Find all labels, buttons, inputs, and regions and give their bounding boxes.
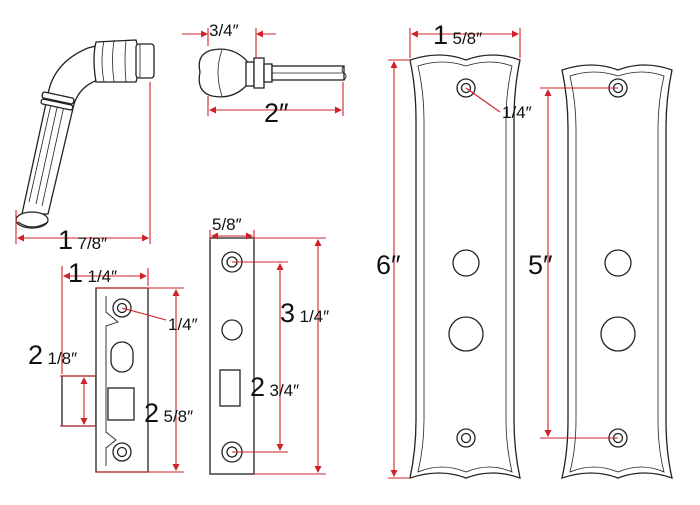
lever-length-whole: 1: [58, 225, 74, 255]
knob: [198, 48, 347, 98]
plate-width-frac: 5/8″: [452, 29, 483, 48]
latch-dimensions: [60, 266, 184, 473]
latch-faceplate: [61, 287, 149, 473]
backplate-right-dimensions: [540, 87, 618, 439]
lever-handle: [15, 39, 155, 229]
backplate-right: [561, 64, 673, 480]
latch-backset-label: 2 1/8″: [28, 342, 77, 369]
strike-dimensions: [209, 230, 326, 475]
strike-width-label: 5/8″: [212, 215, 242, 234]
latch-backset-frac: 1/8″: [47, 349, 78, 368]
strike-hole-spacing-frac: 3/4″: [269, 381, 300, 400]
knob-dimensions: [182, 28, 344, 116]
backplate-left: [409, 54, 521, 480]
latch-width-label: 1 1/4″: [68, 260, 117, 287]
latch-height-frac: 5/8″: [163, 407, 194, 426]
lever-length-frac: 7/8″: [77, 234, 108, 253]
backplate-left-dimensions: [388, 28, 521, 479]
latch-backset-whole: 2: [28, 340, 44, 370]
latch-width-whole: 1: [68, 258, 84, 288]
plate-width-label: 1 5/8″: [433, 22, 482, 49]
strike-plate: [209, 237, 255, 475]
plate-hole-label: 1/4″: [502, 103, 532, 122]
lever-length-label: 1 7/8″: [58, 227, 107, 254]
latch-height-whole: 2: [144, 398, 160, 428]
latch-height-label: 2 5/8″: [144, 400, 193, 427]
plate-hole-spacing-label: 5″: [528, 250, 553, 280]
strike-hole-spacing-label: 2 3/4″: [250, 374, 299, 401]
knob-width-label: 3/4″: [209, 21, 239, 40]
plate-height-label: 6″: [376, 250, 401, 280]
strike-height-whole: 3: [280, 298, 296, 328]
lever-length-dimension: [15, 82, 151, 244]
strike-height-frac: 1/4″: [299, 307, 330, 326]
plate-width-whole: 1: [433, 20, 449, 50]
strike-height-label: 3 1/4″: [280, 300, 329, 327]
strike-hole-spacing-whole: 2: [250, 372, 266, 402]
latch-width-frac: 1/4″: [87, 267, 118, 286]
knob-length-label: 2″: [264, 98, 289, 128]
latch-hole-label: 1/4″: [168, 315, 198, 334]
